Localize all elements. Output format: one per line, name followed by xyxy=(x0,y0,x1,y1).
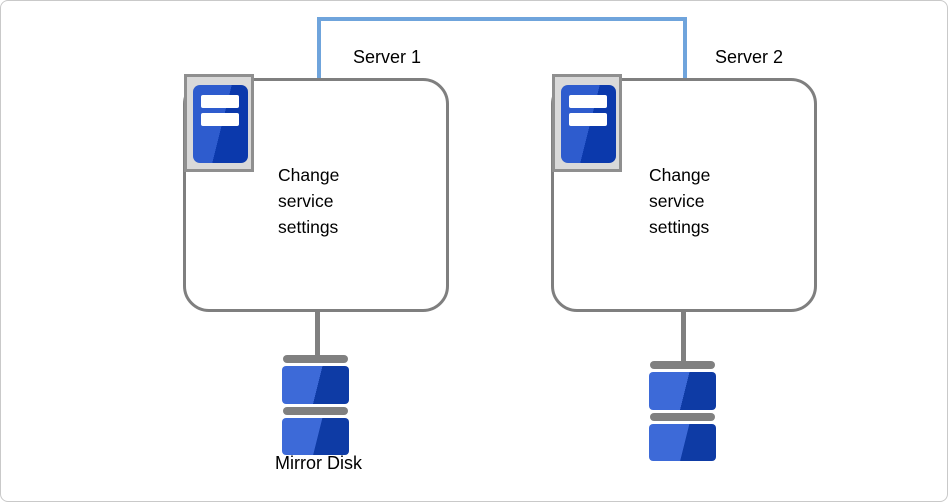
server1-disk-connector xyxy=(315,312,320,356)
mirror-disk-icon xyxy=(282,355,349,455)
server1-label: Server 1 xyxy=(352,47,422,67)
server-tower-shape xyxy=(193,85,248,163)
server2-disk-connector xyxy=(681,312,686,362)
tower-slot xyxy=(201,113,239,126)
mirror-disk-label: Mirror Disk xyxy=(275,453,362,473)
disk-platter xyxy=(649,424,716,461)
disk-platter xyxy=(649,372,716,410)
disk-platter xyxy=(282,366,349,404)
server2-action-text: Change service settings xyxy=(649,165,711,237)
server2-label: Server 2 xyxy=(714,47,784,67)
disk-cap xyxy=(283,407,348,415)
mirror-disk-icon xyxy=(649,361,716,461)
interconnect-line xyxy=(317,17,687,78)
disk-cap xyxy=(283,355,348,363)
tower-slot xyxy=(569,95,607,108)
disk-cap xyxy=(650,361,715,369)
tower-slot xyxy=(569,113,607,126)
server-icon xyxy=(184,74,254,172)
server1-action-text: Change service settings xyxy=(278,165,340,237)
disk-platter xyxy=(282,418,349,455)
disk-cap xyxy=(650,413,715,421)
server-icon xyxy=(552,74,622,172)
server-tower-shape xyxy=(561,85,616,163)
tower-slot xyxy=(201,95,239,108)
